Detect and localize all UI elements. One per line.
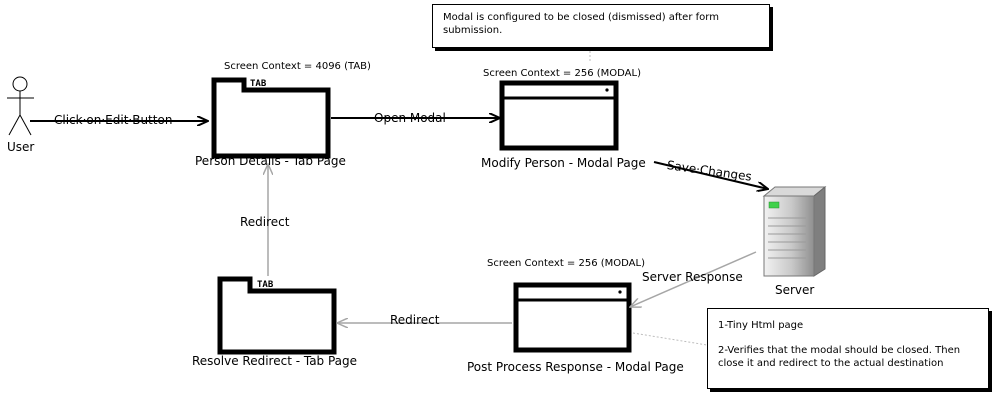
user-actor-icon — [7, 76, 34, 136]
note-bottom-line1: 1-Tiny Html page — [718, 320, 804, 331]
edge-label-redirect-bottom: Redirect — [390, 313, 440, 327]
arrow-save-changes — [653, 161, 768, 189]
post-process-label: Post Process Response - Modal Page — [467, 360, 684, 374]
modify-person-window-icon — [499, 80, 619, 151]
note-modal-dismissed: Modal is configured to be closed (dismis… — [432, 4, 770, 48]
modify-person-label: Modify Person - Modal Page — [481, 156, 646, 170]
modify-person-context: Screen Context = 256 (MODAL) — [483, 68, 641, 79]
note-bottom-connector — [632, 332, 708, 346]
person-details-tab-label: TAB — [250, 79, 267, 89]
post-process-context: Screen Context = 256 (MODAL) — [487, 258, 645, 269]
edge-label-click-edit: Click·on·Edit·Button — [54, 113, 173, 127]
note-tiny-html: 1-Tiny Html page 2-Verifies that the mod… — [707, 308, 989, 389]
arrow-server-response — [630, 251, 757, 307]
edge-label-open-modal: Open·Modal — [374, 111, 446, 125]
server-label: Server — [775, 283, 815, 297]
post-process-window-icon — [513, 282, 632, 353]
edge-label-redirect-left: Redirect — [240, 215, 290, 229]
resolve-redirect-tab-label: TAB — [257, 280, 274, 290]
note-bottom-line2: 2-Verifies that the modal should be clos… — [718, 345, 961, 369]
person-details-context: Screen Context = 4096 (TAB) — [224, 61, 371, 72]
resolve-redirect-folder-icon — [217, 276, 337, 355]
note-top-text: Modal is configured to be closed (dismis… — [443, 12, 719, 36]
edge-label-server-response: Server Response — [642, 270, 743, 284]
person-details-label: Person Details - Tab Page — [195, 154, 346, 168]
server-icon — [762, 185, 827, 277]
resolve-redirect-label: Resolve Redirect - Tab Page — [192, 354, 358, 368]
user-label: User — [7, 140, 35, 154]
person-details-folder-icon — [211, 77, 331, 159]
